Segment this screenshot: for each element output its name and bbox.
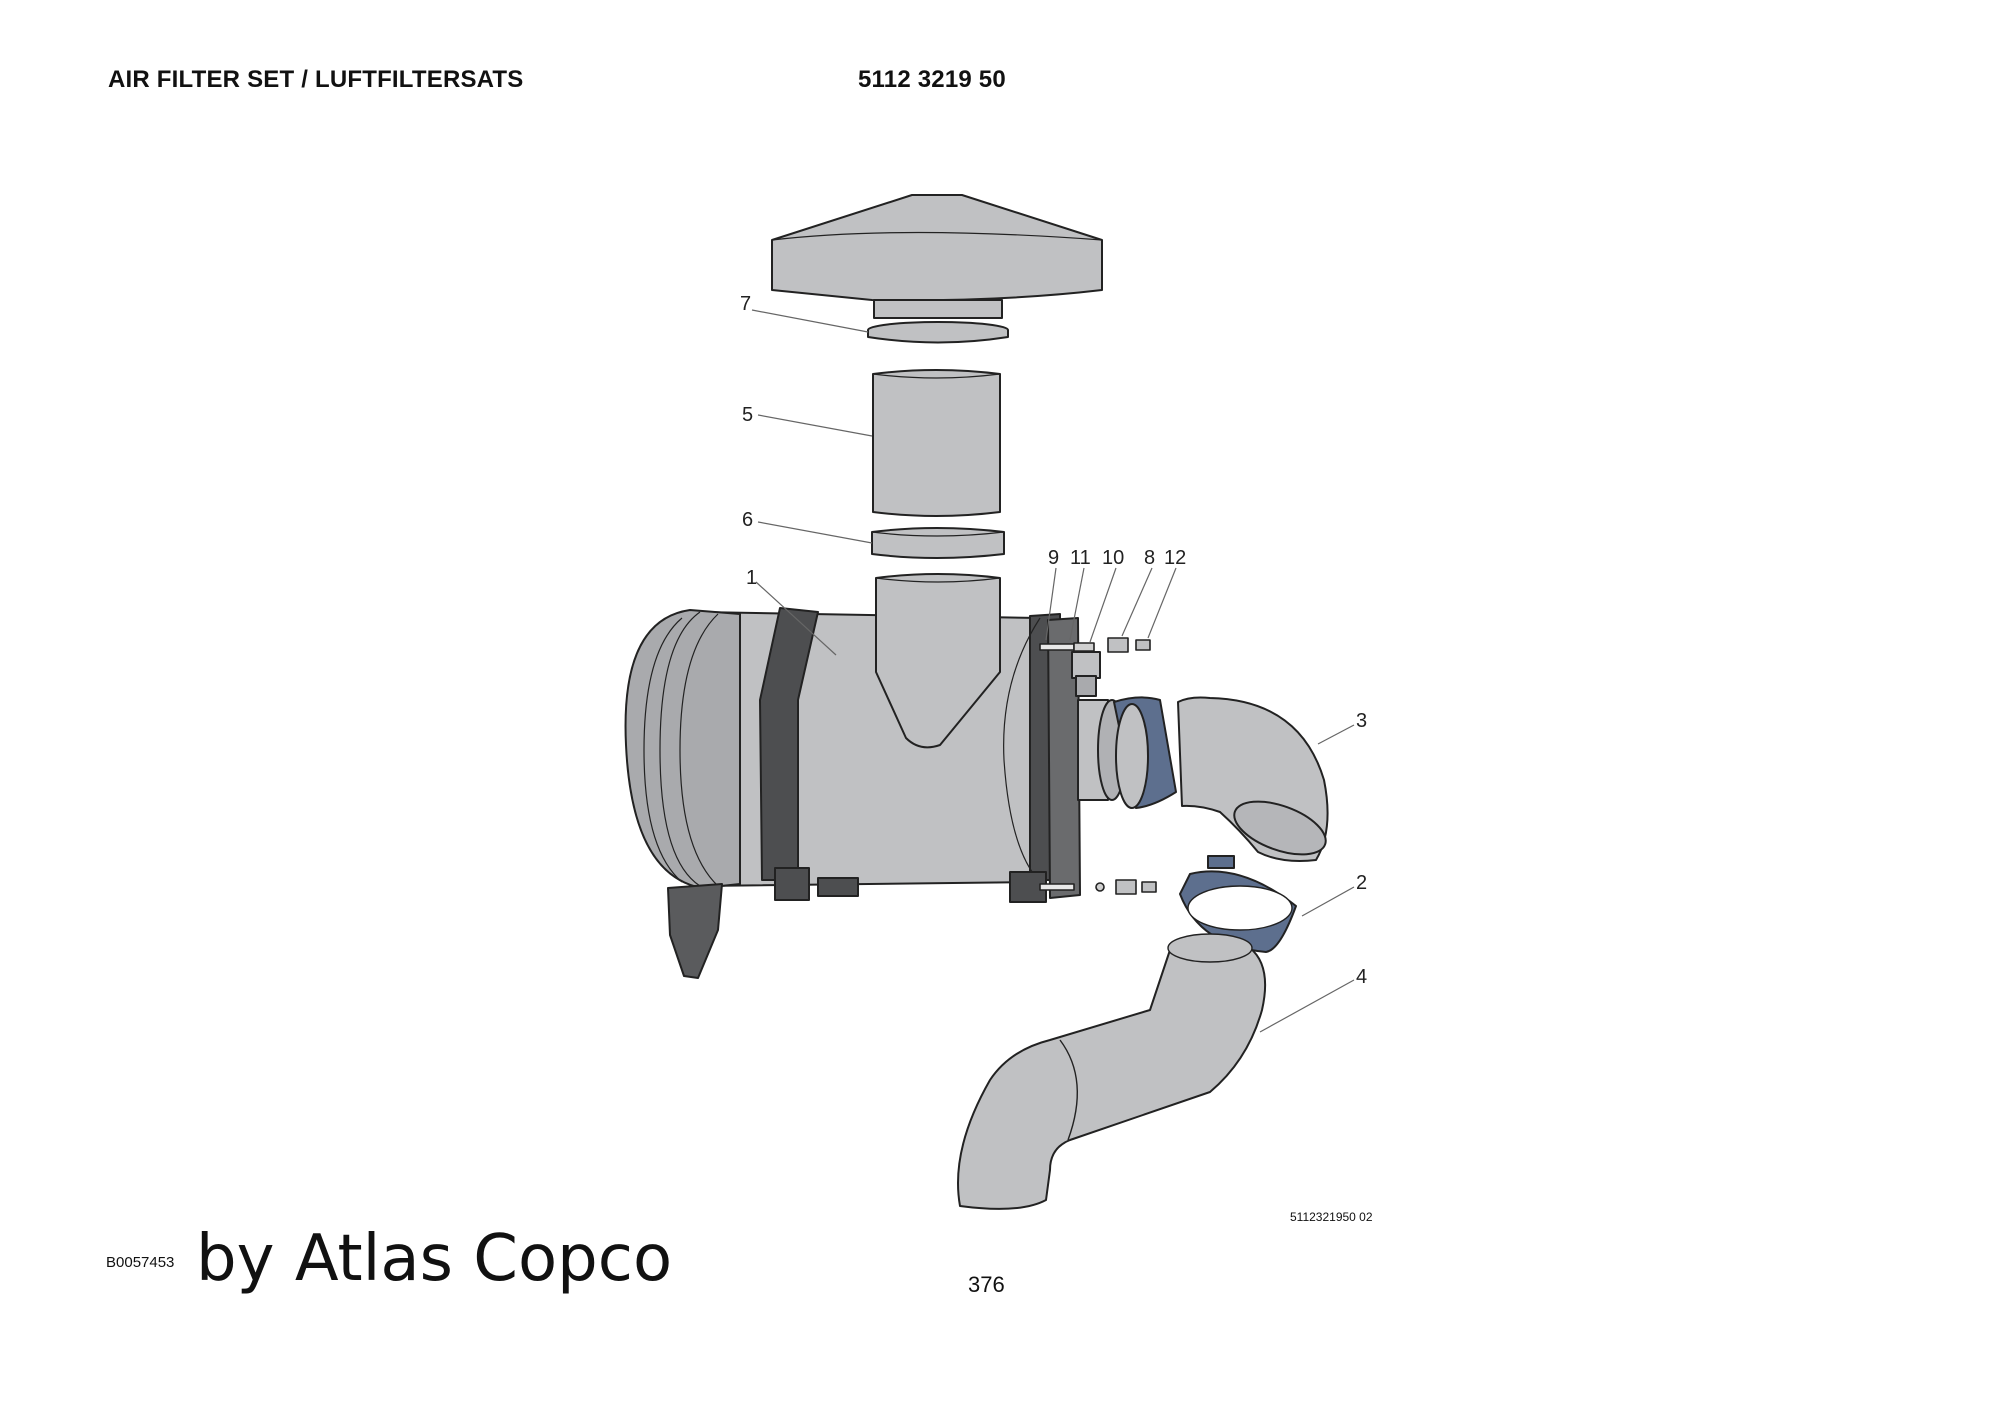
part-number: 5112 3219 50	[858, 66, 1006, 93]
page-title: AIR FILTER SET / LUFTFILTERSATS	[108, 66, 524, 93]
page-number: 376	[968, 1272, 1005, 1297]
drawing-code: 5112321950 02	[1290, 1210, 1373, 1224]
air-filter-housing-item-1	[624, 573, 1127, 979]
reference-code: B0057453	[106, 1254, 175, 1271]
fastener-hardware	[1039, 637, 1157, 895]
callout-8: 8	[1144, 547, 1155, 569]
elbow-hose-item-3	[1177, 696, 1329, 862]
brand-watermark: by Atlas Copco	[196, 1222, 673, 1296]
callout-7: 7	[740, 293, 751, 315]
hose-clamp-item-2	[1113, 696, 1297, 953]
callout-labels: 7 5 6 1 9 11 10 8 12 3 2 4	[740, 293, 1367, 988]
rain-cap	[771, 194, 1103, 319]
callout-1: 1	[746, 567, 757, 589]
filter-cartridge-item-5	[872, 369, 1001, 517]
leader-lines	[751, 309, 1355, 1033]
callout-9: 9	[1048, 547, 1059, 569]
gasket-item-7	[867, 321, 1009, 344]
callout-3: 3	[1356, 710, 1367, 732]
long-hose-item-4	[957, 933, 1267, 1210]
callout-5: 5	[742, 404, 753, 426]
callout-10: 10	[1102, 547, 1124, 569]
callout-2: 2	[1356, 872, 1367, 894]
callout-6: 6	[742, 509, 753, 531]
callout-12: 12	[1164, 547, 1186, 569]
ring-item-6	[871, 527, 1005, 559]
callout-4: 4	[1356, 966, 1367, 988]
callout-11: 11	[1070, 547, 1091, 569]
